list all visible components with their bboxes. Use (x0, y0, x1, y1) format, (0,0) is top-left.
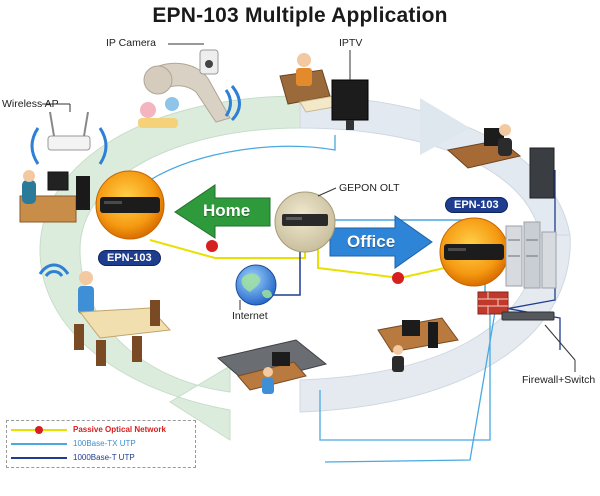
epn-103-left-device (95, 170, 165, 240)
legend-swatch-1000base (11, 457, 67, 459)
gepon-olt-device (274, 187, 337, 253)
legend-label-pon: Passive Optical Network (73, 425, 166, 434)
pon-splitter-right (392, 272, 404, 284)
kids-playground (138, 43, 241, 128)
legend-label-1000base: 1000Base-T UTP (73, 453, 135, 462)
home-office-desk (19, 170, 90, 223)
office-cubicle-left (216, 339, 328, 394)
office-arrow-label: Office (347, 232, 396, 251)
legend-item-pon: Passive Optical Network (11, 424, 191, 436)
dining-table (74, 300, 172, 366)
wireless-ap-label: Wireless AP (2, 98, 59, 110)
legend-pon-dot (35, 426, 43, 434)
home-arrow-label: Home (203, 201, 251, 220)
pon-splitter-left (206, 240, 218, 252)
epn-103-right-device (439, 217, 509, 287)
legend: Passive Optical Network 100Base-TX UTP 1… (6, 420, 196, 468)
office-cubicle-right (377, 317, 459, 372)
legend-item-1000base: 1000Base-T UTP (11, 452, 191, 464)
page-title: EPN-103 Multiple Application (152, 4, 448, 27)
home-arrow (174, 184, 271, 239)
gepon-olt-label: GEPON OLT (339, 182, 400, 194)
epn-103-left-badge: EPN-103 (98, 250, 161, 266)
legend-label-100base: 100Base-TX UTP (73, 439, 136, 448)
firewall-switch-label: Firewall+Switch (522, 374, 596, 386)
legend-item-100base: 100Base-TX UTP (11, 438, 191, 450)
epn-103-right-badge: EPN-103 (445, 197, 508, 213)
server-racks (505, 221, 557, 289)
internet-label: Internet (232, 310, 268, 322)
firewall-switch-device (477, 291, 576, 372)
ip-camera-label: IP Camera (106, 37, 156, 49)
office-arrow (329, 215, 433, 269)
legend-swatch-100base (11, 443, 67, 445)
iptv-label: IPTV (339, 37, 363, 49)
office-worker-desk (446, 124, 555, 199)
iptv-living-room (279, 50, 369, 130)
wireless-ap-device (30, 103, 108, 165)
internet-globe (235, 264, 277, 306)
wifi-tablet-user (38, 263, 94, 314)
